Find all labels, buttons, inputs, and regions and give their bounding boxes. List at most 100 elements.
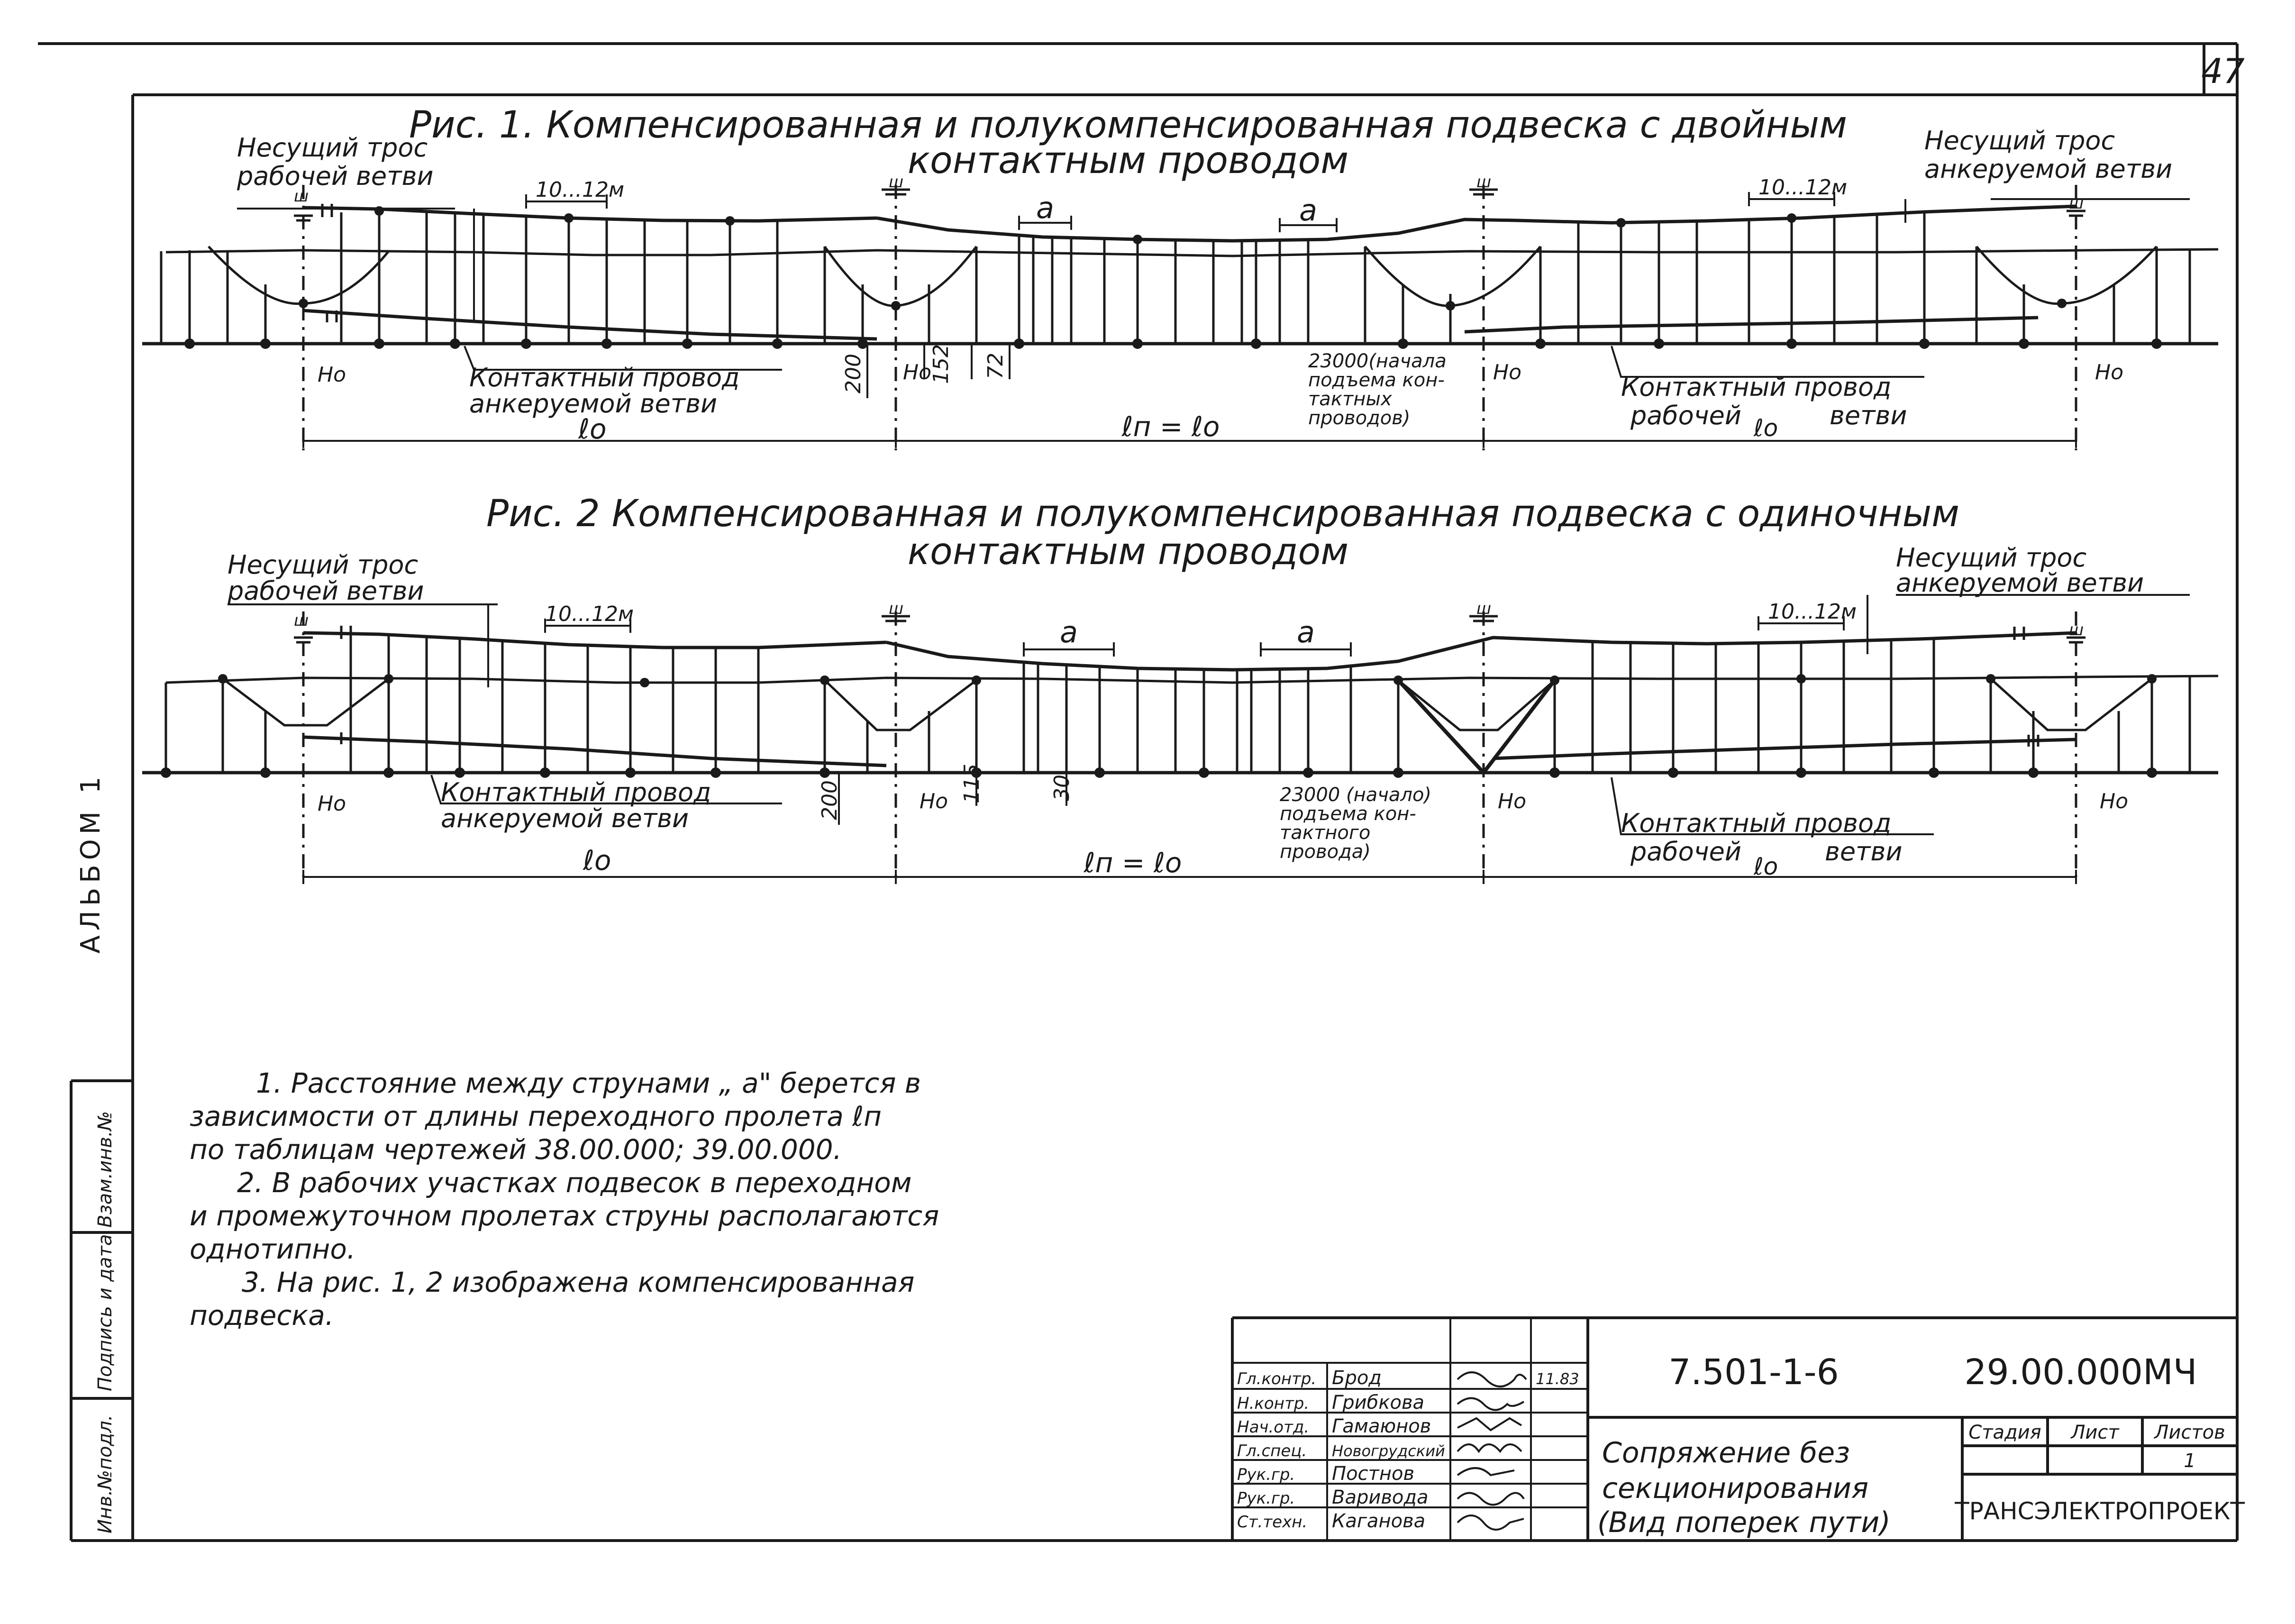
fig1-dimensions: [237, 192, 2190, 448]
fig2-ins-3: ш: [1476, 599, 1491, 618]
fig2-dim-droppers-left: 10...12м: [545, 602, 634, 626]
fig2-dim-30: 30: [1050, 775, 1074, 801]
fig2-dim-115: 115: [960, 764, 984, 803]
notes: 1. Расстояние между струнами „ а" беретс…: [190, 1067, 939, 1332]
note-3a: 3. На рис. 1, 2 изображена компенсирован…: [242, 1266, 914, 1298]
fig2-messenger-work-l2: рабочей ветви: [227, 576, 424, 606]
fig1-ho-1: Но: [318, 363, 346, 387]
fig2-start-l1: 23000 (начало): [1280, 784, 1431, 806]
fig1-dim-a-right: а: [1299, 193, 1317, 228]
fig2-contact-work-l1: Контактный провод: [1621, 808, 1891, 838]
fig2-l0-under-work: ℓо: [1753, 853, 1778, 880]
fig2-aux-wire: [165, 675, 2219, 684]
title-block-sign-grid: [1232, 1318, 1588, 1541]
fig1-dim-a-left: а: [1036, 191, 1054, 225]
fig1-ho-3: Но: [1493, 360, 1521, 384]
stamp-replace-inv: Взам.инв.№: [94, 1111, 116, 1228]
fig2-title-line1: Рис. 2 Компенсированная и полукомпенсиро…: [486, 493, 1959, 535]
stamp-signature-date: Подпись и дата: [94, 1234, 116, 1391]
fig2-clamp-dots: [161, 674, 2157, 778]
title-block-grid: [1231, 1316, 2237, 1541]
tb-role-1: Гл.контр.: [1237, 1369, 1316, 1388]
fig1-clamp-dots: [184, 206, 2162, 349]
fig1-contact-anchor-l2: анкеруемой ветви: [469, 389, 717, 419]
note-2b: и промежуточном пролетах струны располаг…: [190, 1200, 939, 1232]
fig2-insulators: [294, 615, 2086, 747]
fig1-dim-152: 152: [929, 344, 953, 384]
side-album-label: АЛЬБОМ 1: [75, 772, 106, 953]
tb-sheets-value: 1: [2184, 1450, 2195, 1472]
fig2-dim-a-left: а: [1060, 615, 1078, 649]
tb-stage-label: Стадия: [1968, 1422, 2041, 1443]
tb-name-3: Гамаюнов: [1332, 1415, 1431, 1437]
tb-role-2: Н.контр.: [1237, 1394, 1309, 1413]
fig2-start-l3: тактного: [1280, 822, 1370, 844]
fig1-messenger-anchor: [876, 204, 2076, 243]
fig2-steady-arms-heavy: [1397, 679, 1557, 774]
note-2a: 2. В рабочих участках подвесок в переход…: [237, 1167, 912, 1199]
fig1-contact-work-l2: рабочей: [1630, 401, 1741, 430]
fig1-ins-2: ш: [889, 173, 903, 192]
fig2-title-line2: контактным проводом: [908, 530, 1348, 573]
tb-name-2: Грибкова: [1332, 1392, 1424, 1414]
tb-series: 7.501-1-6: [1668, 1352, 1839, 1393]
fig1-start-l3: тактных: [1308, 388, 1392, 410]
tb-title-l3: (Вид поперек пути): [1597, 1506, 1891, 1539]
fig2-ho-4: Но: [2100, 789, 2128, 813]
fig1-messenger-anchor-l2: анкеруемой ветви: [1924, 154, 2172, 184]
fig2-contact-work-branch: [1493, 738, 2076, 760]
fig2-ins-2: ш: [889, 599, 903, 618]
fig1-ins-3: ш: [1476, 173, 1491, 192]
fig2-labels: Несущий трос рабочей ветви Несущий трос …: [227, 543, 2144, 880]
tb-sheets-label: Листов: [2153, 1422, 2225, 1443]
fig1-contact-work-l3: ветви: [1830, 401, 1907, 430]
title-block: Гл.контр. Н.контр. Нач.отд. Гл.спец. Рук…: [1231, 1316, 2245, 1541]
tb-role-3: Нач.отд.: [1237, 1418, 1309, 1437]
fig2-dimensions: [228, 594, 2190, 884]
fig2-contact-work-l3: ветви: [1825, 837, 1902, 867]
fig1-messenger-anchor-l1: Несущий трос: [1924, 126, 2115, 155]
fig1-contact-anchor-l1: Контактный провод: [469, 363, 739, 392]
fig1-contact-work-branch: [1464, 316, 2039, 334]
fig2-ho-1: Но: [318, 792, 346, 816]
fig1-l0: ℓо: [578, 413, 606, 445]
tb-name-7: Каганова: [1332, 1510, 1425, 1532]
tb-role-5: Рук.гр.: [1237, 1465, 1295, 1484]
fig2-dim-droppers-right: 10...12м: [1768, 600, 1857, 624]
fig1-start-l4: проводов): [1308, 407, 1410, 429]
note-3b: подвеска.: [190, 1299, 334, 1332]
fig1-l0-under-work: ℓо: [1753, 414, 1778, 442]
page-number: 47: [2201, 51, 2245, 91]
sheet-frame: [38, 42, 2239, 1542]
tb-name-6: Варивода: [1332, 1487, 1429, 1508]
tb-role-6: Рук.гр.: [1237, 1489, 1295, 1508]
fig1-insulators: [294, 188, 2086, 322]
fig1-labels: Несущий трос рабочей ветви Несущий трос …: [237, 126, 2172, 445]
tb-title-l2: секционирования: [1602, 1472, 1868, 1505]
fig1-start-l1: 23000(начала: [1308, 350, 1447, 372]
fig2-dim-a-right: а: [1297, 615, 1315, 649]
figure-2: Рис. 2 Компенсированная и полукомпенсиро…: [142, 493, 2219, 884]
fig2-contact-anchor-l1: Контактный провод: [441, 777, 711, 807]
fig1-contact-work-l1: Контактный провод: [1621, 372, 1891, 402]
fig1-ln: ℓп = ℓо: [1121, 411, 1220, 443]
note-1b: зависимости от длины переходного пролета…: [190, 1100, 882, 1132]
tb-role-7: Ст.техн.: [1237, 1513, 1307, 1532]
fig1-ins-4: ш: [2069, 194, 2084, 213]
figure-1: Рис. 1. Компенсированная и полукомпенсир…: [142, 104, 2219, 450]
fig2-support-axes: [302, 611, 2077, 877]
fig1-title-line1: Рис. 1. Компенсированная и полукомпенсир…: [409, 104, 1847, 146]
tb-organization: ТРАНСЭЛЕКТРОПРОЕКТ: [1954, 1497, 2245, 1525]
fig2-ins-1: ш: [294, 611, 309, 630]
tb-sheet-label: Лист: [2070, 1422, 2120, 1443]
fig1-support-axes: [302, 185, 2077, 450]
fig1-wires: [142, 204, 2219, 346]
fig2-contact-anchor-branch: [303, 735, 887, 767]
tb-role-4: Гл.спец.: [1237, 1442, 1307, 1460]
fig1-title-line2: контактным проводом: [908, 139, 1348, 182]
fig1-start-l2: подъема кон-: [1308, 369, 1445, 391]
fig2-ho-3: Но: [1498, 789, 1526, 813]
tb-title-l1: Сопряжение без: [1602, 1436, 1850, 1469]
